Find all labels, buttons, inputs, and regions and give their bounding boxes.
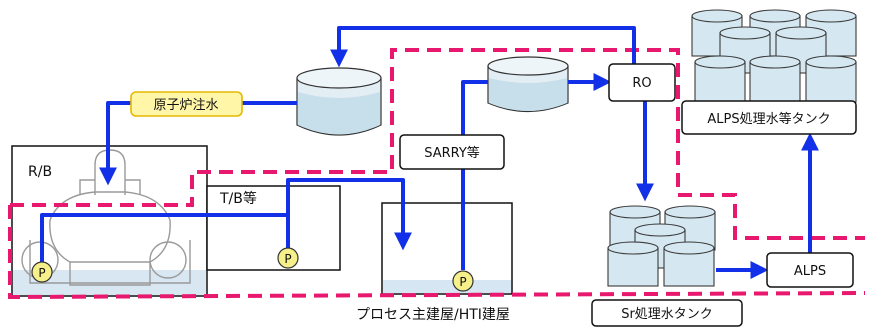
filtered-water-tank (296, 67, 382, 136)
pump-rb: P (31, 261, 53, 283)
sarry-box (399, 134, 505, 170)
process-building-water (383, 280, 511, 293)
ro-label: RO (632, 76, 651, 91)
sr-tank-label: Sr処理水タンク (621, 307, 713, 322)
pump-rb-label: P (38, 266, 45, 280)
sr-tank-box (591, 299, 743, 327)
alps-tank-label: ALPS処理水等タンク (707, 111, 830, 127)
buffer-tank (487, 56, 569, 113)
tb-label: T/B等 (219, 190, 257, 207)
ro-return-line (330, 26, 636, 68)
pump-tb: P (277, 247, 299, 269)
sarry-label: SARRY等 (424, 145, 480, 161)
sarry-flow-line (461, 80, 488, 270)
pump-tb-label: P (284, 252, 291, 266)
alps-box (766, 252, 854, 288)
turbine-building (206, 185, 341, 271)
ro-box (608, 63, 676, 102)
alps-tank-cluster (691, 9, 857, 103)
alps-label: ALPS (794, 264, 826, 279)
injection-label: 原子炉注水 (153, 98, 218, 113)
rb-outflow-line (40, 213, 288, 268)
tb-to-process-line (286, 178, 412, 255)
alps-tank-box (681, 100, 857, 135)
contamination-boundary (8, 48, 866, 300)
injection-box (130, 91, 243, 117)
pump-process-label: P (459, 275, 466, 289)
sr-tank-cluster (607, 205, 716, 287)
process-building-label: プロセス主建屋/HTI建屋 (356, 307, 510, 323)
pump-process: P (452, 270, 474, 292)
rb-label: R/B (28, 164, 52, 180)
